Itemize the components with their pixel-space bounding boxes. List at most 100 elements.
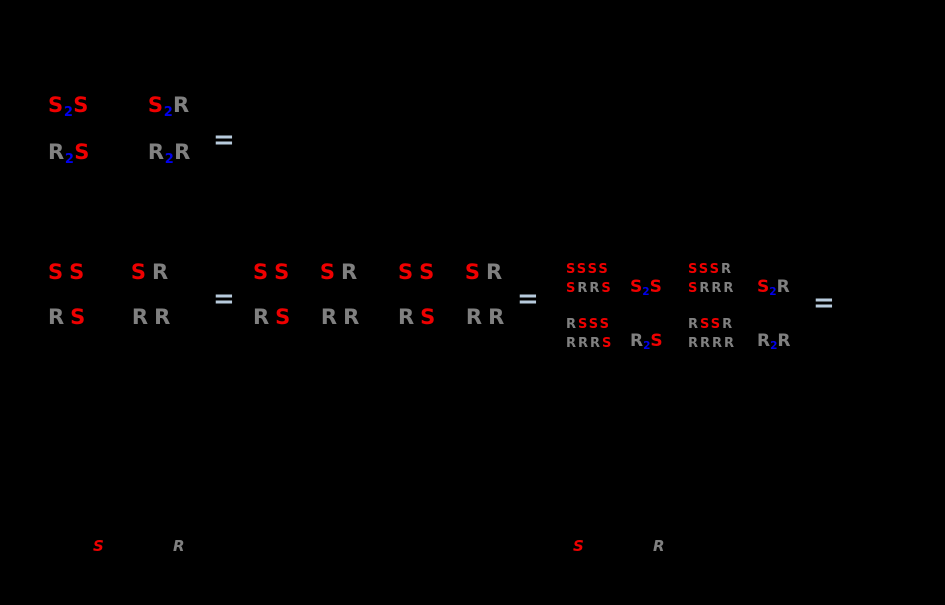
subscript-two: 2 (164, 151, 174, 167)
legend-left-s-label: S (93, 537, 104, 555)
letter-s: S (566, 262, 577, 277)
letter-s: S (587, 262, 599, 277)
letter-r: R (722, 317, 735, 332)
letter-r: R (688, 317, 701, 332)
letter-s: S (70, 305, 86, 329)
letter-r: R (341, 260, 358, 284)
letter-s: S (253, 260, 269, 284)
letter-s: S (710, 317, 723, 332)
letter-r: R (486, 260, 503, 284)
letter-r: R (398, 305, 415, 329)
row2-group5-grid-topleft: SSSR SRRR (688, 261, 735, 299)
letter-s: S (650, 331, 663, 351)
letter-r: R (320, 305, 338, 329)
subscript-two: 2 (769, 286, 777, 299)
letter-s: S (130, 260, 146, 284)
grid-row: SRRR (688, 280, 735, 299)
letter-r: R (724, 335, 737, 351)
grid-row: SRRS (566, 280, 613, 299)
letter-s: S (630, 277, 643, 297)
row2-group4-label-top: S2S (630, 277, 662, 298)
grid-row: SSSR (688, 261, 735, 280)
letter-s: S (48, 260, 64, 284)
letter-r: R (590, 335, 603, 351)
letter-r: R (343, 305, 360, 329)
letter-r: R (589, 280, 602, 296)
row2-equals-sign-3: = (813, 288, 835, 318)
row2-group4-grid-botleft: RSSS RRRS (566, 316, 613, 354)
letter-r: R (720, 262, 733, 277)
letter-s: S (709, 262, 721, 277)
row2-group4-grid-topleft: SSSS SRRS (566, 261, 613, 299)
grid-row: RRRR (688, 335, 736, 354)
row2-group4-label-bot: R2S (630, 331, 663, 353)
subscript-two: 2 (643, 340, 651, 353)
letter-r: R (465, 305, 483, 329)
letter-s: S (74, 140, 90, 164)
row2-group5-label-bot: R2R (757, 331, 791, 352)
row1-equals-sign: = (213, 125, 235, 155)
letter-s: S (578, 317, 589, 332)
subscript-two: 2 (64, 151, 74, 167)
letter-s: S (588, 317, 600, 332)
grid-row: RRRS (566, 335, 613, 354)
letter-r: R (777, 331, 791, 351)
letter-s: S (566, 280, 578, 296)
letter-s: S (599, 317, 611, 332)
letter-r: R (699, 280, 712, 296)
letter-s: S (698, 262, 710, 277)
subscript-two: 2 (63, 104, 73, 120)
letter-s: S (419, 260, 435, 284)
legend-right-s-label: S (573, 537, 584, 555)
letter-s: S (576, 262, 588, 277)
letter-r: R (154, 305, 171, 329)
row2-group5-grid-botleft: RSSR RRRR (688, 316, 736, 354)
letter-s: S (601, 280, 613, 296)
letter-r: R (712, 335, 725, 351)
letter-r: R (578, 335, 591, 351)
letter-s: S (757, 277, 770, 297)
row2-equals-sign-1: = (213, 284, 235, 314)
row2-equals-sign-2: = (517, 284, 539, 314)
legend-left-r-label: R (173, 537, 185, 555)
letter-s: S (398, 260, 414, 284)
letter-s: S (73, 93, 89, 117)
letter-s: S (649, 277, 662, 297)
letter-r: R (147, 140, 165, 164)
letter-r: R (253, 305, 270, 329)
row2-group5-label-top: S2R (757, 277, 790, 299)
letter-r: R (174, 140, 191, 164)
letter-r: R (723, 280, 736, 296)
letter-s: S (48, 93, 64, 117)
letter-r: R (776, 277, 790, 297)
grid-row: SSSS (566, 261, 613, 280)
letter-r: R (757, 331, 771, 351)
letter-s: S (688, 262, 699, 277)
grid-row: RSSS (566, 316, 613, 335)
letter-s: S (598, 262, 610, 277)
letter-r: R (131, 305, 149, 329)
letter-r: R (577, 280, 590, 296)
letter-s: S (275, 305, 291, 329)
letter-r: R (48, 305, 65, 329)
letter-r: R (688, 335, 701, 351)
letter-r: R (173, 93, 190, 117)
letter-s: S (319, 260, 335, 284)
subscript-two: 2 (163, 104, 173, 120)
letter-r: R (488, 305, 505, 329)
grid-row: RSSR (688, 316, 736, 335)
letter-r: R (711, 280, 724, 296)
